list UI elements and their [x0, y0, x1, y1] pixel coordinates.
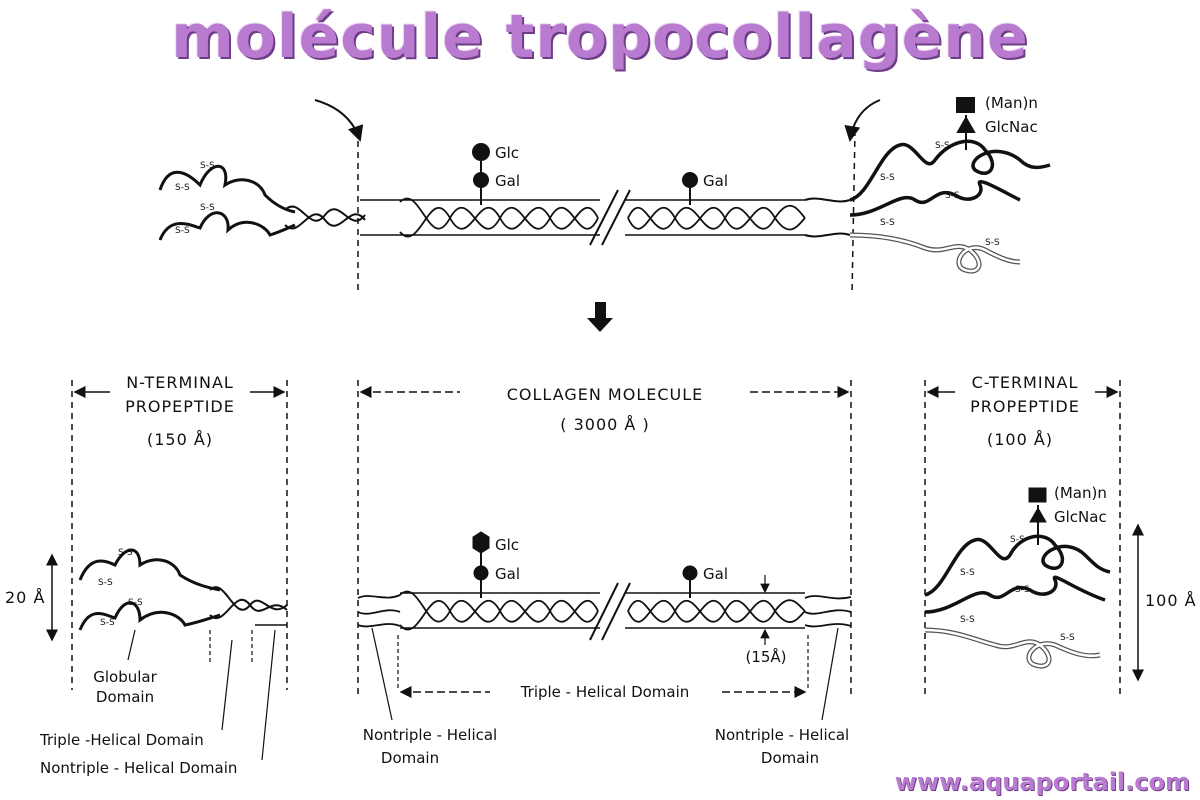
triple-helical-label: Triple - Helical Domain [520, 683, 690, 701]
collagen-panel [357, 380, 852, 721]
n-terminal-line1: N-TERMINAL [126, 373, 234, 392]
diameter-label: (15Å) [745, 647, 786, 666]
svg-text:S-S: S-S [880, 218, 895, 228]
glcnac-label-top: GlcNac [985, 118, 1038, 136]
globular-label-2: Domain [96, 688, 154, 706]
n-terminal-panel: S-S S-S S-S S-S [46, 380, 288, 761]
gal-marker-bottom-2 [682, 565, 698, 581]
gal-label-bottom-2: Gal [703, 565, 728, 583]
glc-label-bottom: Glc [495, 536, 519, 554]
svg-text:S-S: S-S [1060, 633, 1075, 643]
svg-text:S-S: S-S [200, 203, 215, 213]
man-label-top: (Man)n [985, 94, 1038, 112]
n-nontriple-helical-label: Nontriple - Helical Domain [40, 759, 237, 777]
n-terminal-height: 20 Å [5, 588, 45, 607]
collagen-size: ( 3000 Å ) [560, 415, 649, 434]
n-globular-squiggle [158, 164, 296, 241]
svg-text:S-S: S-S [935, 141, 950, 151]
svg-text:S-S: S-S [98, 578, 113, 588]
c-globular-squiggle [849, 139, 1051, 217]
n-helix-top [284, 205, 366, 222]
glc-marker-bottom [472, 531, 490, 554]
c-terminal-line1: C-TERMINAL [972, 373, 1079, 392]
c-terminal-height: 100 Å [1145, 591, 1197, 610]
n-terminal-size: (150 Å) [147, 430, 213, 449]
man-marker-top [956, 97, 975, 113]
gal-marker-bottom-1 [473, 565, 489, 581]
collagen-title: COLLAGEN MOLECULE [507, 385, 704, 404]
man-marker-bottom [1028, 487, 1047, 503]
glcnac-marker-top [956, 115, 976, 133]
nontriple-right-line2: Domain [761, 749, 819, 767]
cleavage-arrow-right [844, 99, 881, 142]
down-arrow [587, 302, 613, 332]
nontriple-left-line2: Domain [381, 749, 439, 767]
gal-label-top-1: Gal [495, 172, 520, 190]
main-helix-top [360, 189, 851, 246]
svg-text:S-S: S-S [880, 173, 895, 183]
n-triple-helical-label: Triple -Helical Domain [39, 731, 204, 749]
cleavage-line-right [851, 129, 856, 296]
gal-marker-top-1 [473, 172, 489, 188]
glc-marker-top [472, 143, 490, 161]
svg-text:S-S: S-S [128, 598, 143, 608]
n-terminal-line2: PROPEPTIDE [125, 397, 235, 416]
cleavage-arrow-left [314, 99, 364, 142]
svg-text:S-S: S-S [945, 191, 960, 201]
man-label-bottom: (Man)n [1054, 484, 1107, 502]
svg-text:S-S: S-S [960, 568, 975, 578]
diagram-title: molécule tropocollagène [171, 2, 1029, 72]
watermark: www.aquaportail.com [894, 768, 1190, 796]
glcnac-label-bottom: GlcNac [1054, 508, 1107, 526]
svg-text:S-S: S-S [1010, 535, 1025, 545]
gal-marker-top-2 [682, 172, 698, 188]
svg-text:S-S: S-S [175, 226, 190, 236]
svg-text:S-S: S-S [1015, 585, 1030, 595]
procollagen-top: S-S S-S S-S S-S [158, 97, 1051, 296]
svg-text:S-S: S-S [200, 161, 215, 171]
glcnac-marker-bottom [1029, 506, 1047, 523]
c-terminal-size: (100 Å) [987, 430, 1053, 449]
c-terminal-panel: S-S S-S S-S S-S S-S [924, 380, 1144, 695]
globular-label-1: Globular [93, 668, 157, 686]
nontriple-right-line1: Nontriple - Helical [715, 726, 849, 744]
svg-text:S-S: S-S [100, 618, 115, 628]
c-terminal-line2: PROPEPTIDE [970, 397, 1080, 416]
nontriple-left-line1: Nontriple - Helical [363, 726, 497, 744]
svg-text:S-S: S-S [985, 238, 1000, 248]
gal-label-top-2: Gal [703, 172, 728, 190]
svg-text:S-S: S-S [118, 548, 133, 558]
svg-text:S-S: S-S [960, 615, 975, 625]
glc-label-top: Glc [495, 144, 519, 162]
svg-text:S-S: S-S [175, 183, 190, 193]
gal-label-bottom-1: Gal [495, 565, 520, 583]
